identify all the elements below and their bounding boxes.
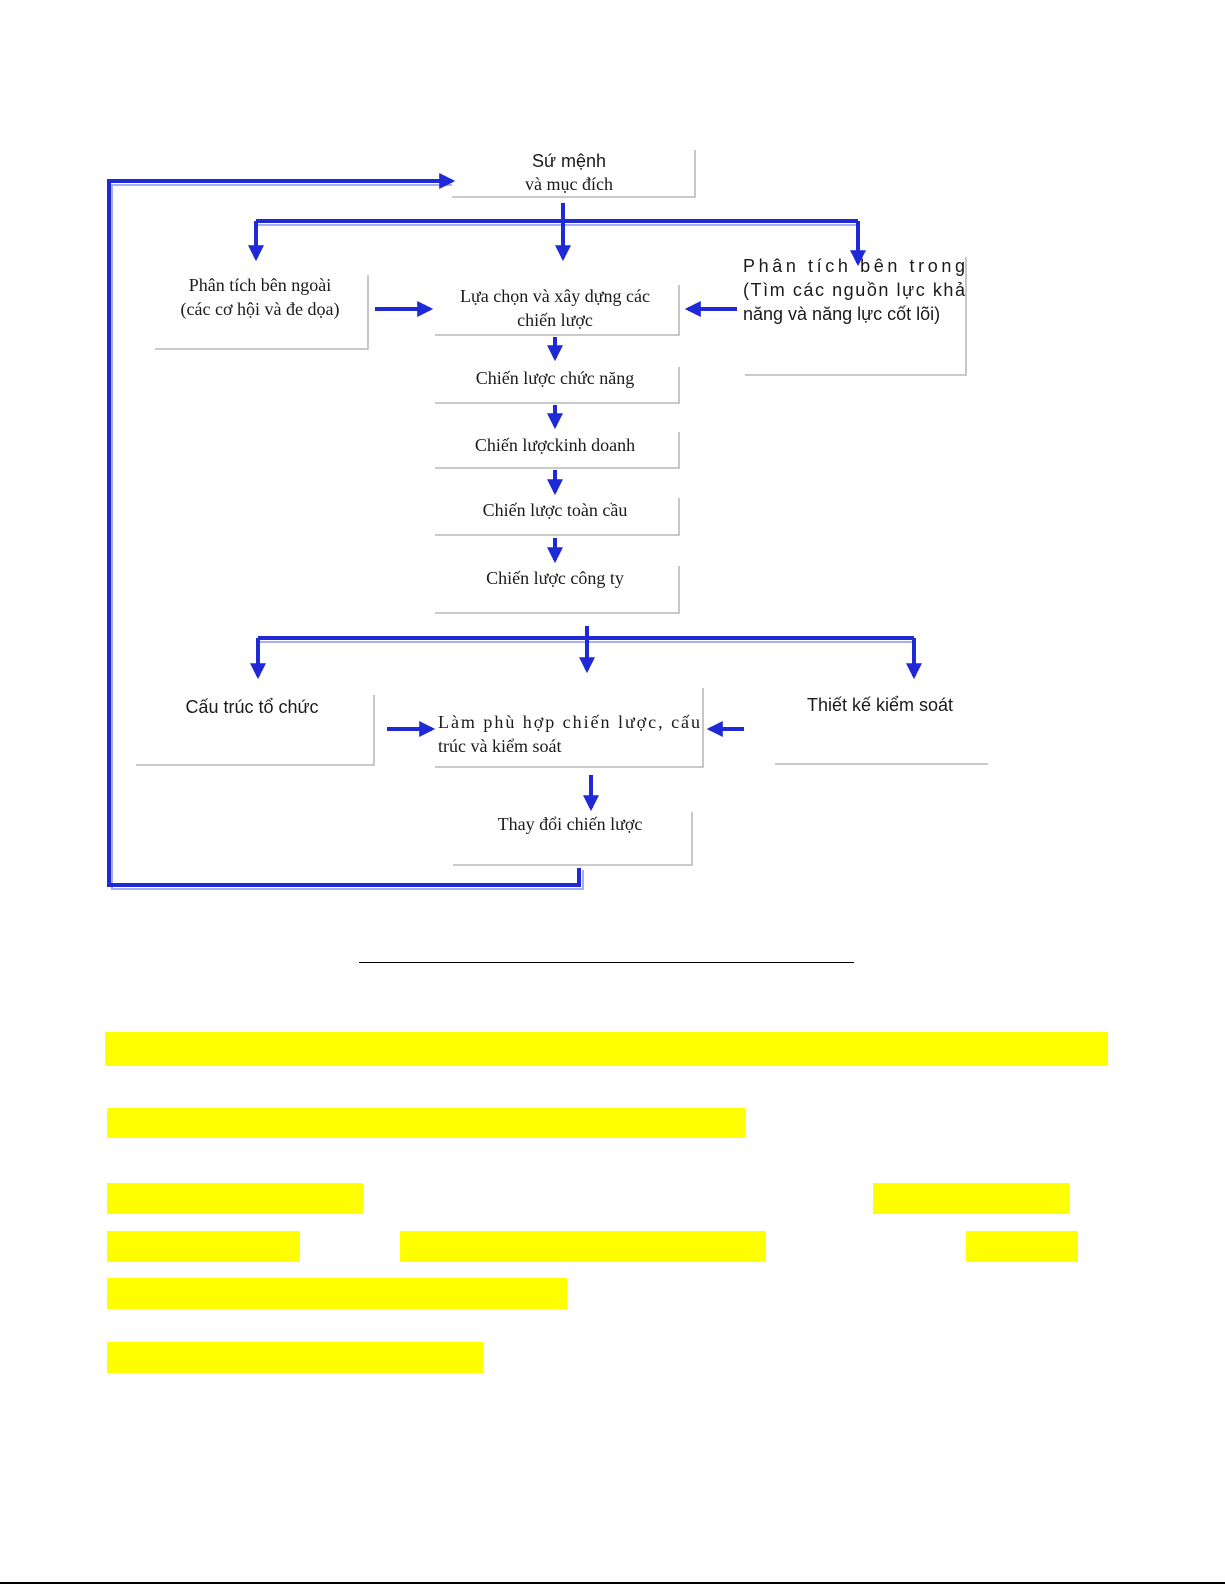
box-fit [435, 688, 704, 768]
feedback-loop-connector [107, 173, 584, 890]
box-business [435, 432, 680, 469]
functional-label: Chiến lược chức năng [476, 368, 634, 388]
highlight-block-9 [107, 1342, 483, 1373]
fit-label-line1: Làm phù hợp chiến lược, cấu [438, 712, 700, 732]
box-corporate [435, 566, 680, 614]
internal-label-line1: Phân tích bên trong [743, 256, 965, 276]
mission-label-line1: Sứ mệnh [532, 151, 606, 171]
strategy-flow-diagram: Sứ mệnh và mục đích Phân tích bên ngoài … [107, 150, 988, 890]
corporate-label: Chiến lược công ty [486, 568, 624, 588]
internal-label-line3: năng và năng lực cốt lõi) [743, 304, 940, 324]
highlight-block-6 [400, 1231, 766, 1262]
box-global [435, 498, 680, 536]
box-org-structure [136, 695, 375, 766]
fit-label-line2: trúc và kiểm soát [438, 736, 561, 756]
org-structure-label: Cấu trúc tổ chức [185, 697, 318, 717]
highlight-block-4 [873, 1183, 1069, 1214]
highlight-block-1 [105, 1032, 1108, 1066]
mission-label-line2: và mục đích [525, 174, 613, 194]
highlight-block-2 [107, 1108, 745, 1138]
control-label: Thiết kế kiểm soát [807, 695, 953, 715]
box-choose [435, 285, 680, 336]
business-label: Chiến lượckinh doanh [475, 435, 635, 455]
choose-label-line1: Lựa chọn và xây dựng các [460, 286, 650, 306]
internal-label-line2: (Tìm các nguồn lực khả [743, 280, 966, 300]
box-external [155, 275, 369, 350]
external-label-line2: (các cơ hội và đe dọa) [181, 299, 340, 320]
box-internal [745, 257, 967, 376]
choose-label-line2: chiến lược [517, 310, 593, 330]
highlight-block-7 [966, 1231, 1078, 1262]
highlight-block-3 [107, 1183, 363, 1214]
highlight-block-8 [107, 1278, 567, 1309]
external-label-line1: Phân tích bên ngoài [189, 275, 331, 295]
box-functional [435, 367, 680, 404]
box-mission [452, 150, 696, 198]
change-label: Thay đổi chiến lược [498, 814, 643, 834]
box-change [453, 812, 693, 866]
figure-caption-rule [359, 962, 854, 963]
global-label: Chiến lược toàn cầu [483, 500, 628, 520]
mission-fanout-connector [248, 219, 866, 267]
page-bottom-rule [0, 1582, 1225, 1584]
highlight-block-5 [107, 1231, 300, 1262]
